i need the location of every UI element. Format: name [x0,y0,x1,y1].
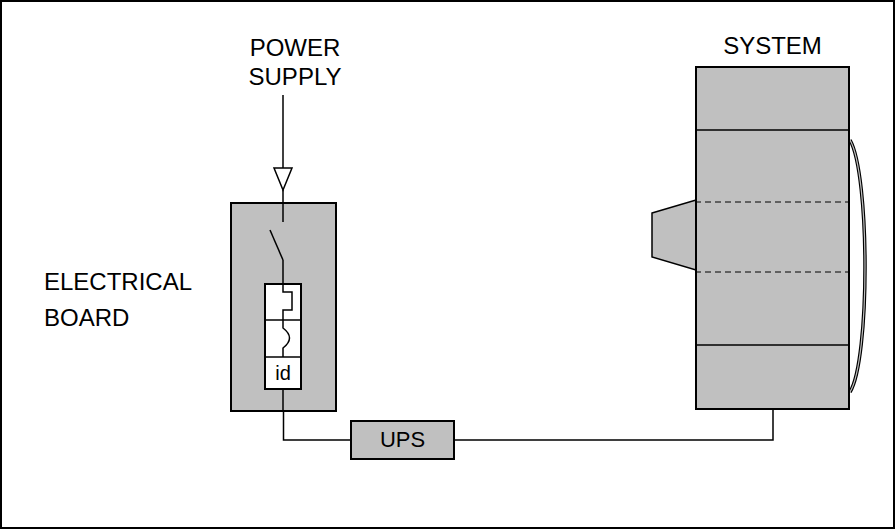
breaker-module: id [264,283,302,390]
ups-label: UPS [380,427,425,453]
system-cable [850,140,865,392]
ups-label-holder: UPS [352,422,453,458]
electrical-board: idELECTRICAL BOARD [230,202,337,412]
breaker-label-holder: id [264,357,302,390]
breaker-label: id [264,357,302,390]
power-supply-label: POWER SUPPLY [230,33,360,91]
system-cabinet-drawing [695,66,850,410]
ups-box: UPS [350,420,455,460]
system-heading-holder: SYSTEM [665,30,880,62]
power-wire [284,412,351,440]
system-heading: SYSTEM [665,30,880,62]
system-cabinet: SYSTEM [695,66,850,410]
power-supply-label-holder: POWER SUPPLY [230,33,360,91]
board-heading: ELECTRICAL BOARD [44,264,224,336]
supply-arrowhead [274,168,292,190]
power-wire [455,410,773,440]
system-handle [652,200,696,270]
system-cable [850,140,865,392]
board-heading-holder: ELECTRICAL BOARD [44,264,224,336]
supply-wire [282,95,284,168]
